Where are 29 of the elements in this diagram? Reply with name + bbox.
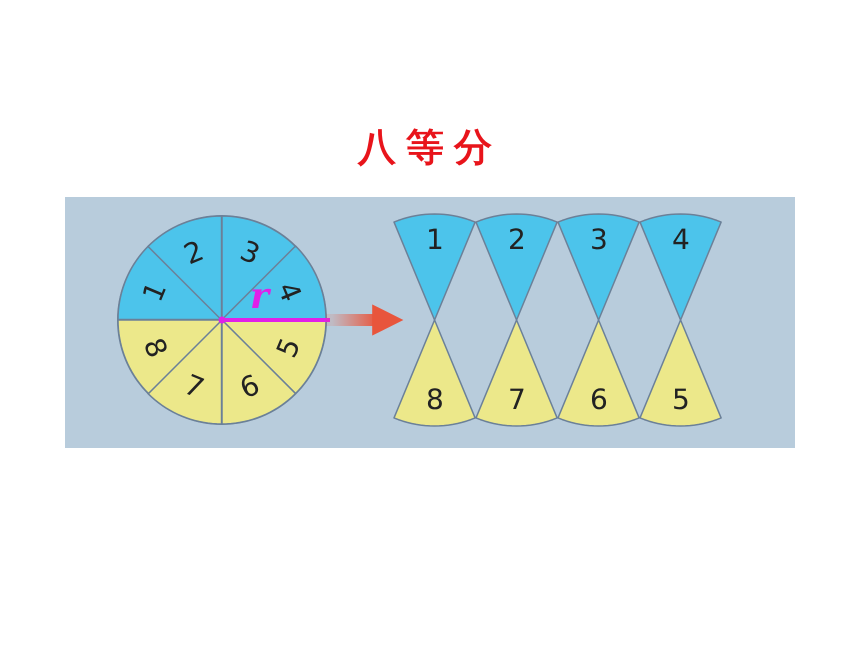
sector xyxy=(394,320,476,426)
sector-number: 8 xyxy=(426,386,444,414)
sector xyxy=(558,214,640,320)
sector-number: 2 xyxy=(180,237,208,270)
sector-number: 5 xyxy=(672,386,690,414)
sector-number: 1 xyxy=(426,226,444,254)
arrow xyxy=(326,304,404,336)
sector-number: 3 xyxy=(590,226,608,254)
sector-number: 7 xyxy=(180,370,208,403)
sector xyxy=(558,320,640,426)
sector-number: 4 xyxy=(272,278,305,306)
sector-number: 6 xyxy=(236,370,264,403)
sector xyxy=(640,214,722,320)
sector-number: 3 xyxy=(236,237,264,270)
sector-number: 1 xyxy=(139,278,172,306)
sector xyxy=(222,320,296,424)
sector-number: 2 xyxy=(508,226,526,254)
sector-number: 7 xyxy=(508,386,526,414)
sector xyxy=(476,214,558,320)
radius-label: r xyxy=(250,278,269,314)
sector-number: 5 xyxy=(272,334,305,362)
sector xyxy=(640,320,722,426)
sector xyxy=(476,320,558,426)
title: 八等分 xyxy=(356,123,503,171)
sector-number: 4 xyxy=(672,226,690,254)
sector xyxy=(118,320,222,394)
sector xyxy=(394,214,476,320)
sector-number: 6 xyxy=(590,386,608,414)
sector-number: 8 xyxy=(139,334,172,362)
